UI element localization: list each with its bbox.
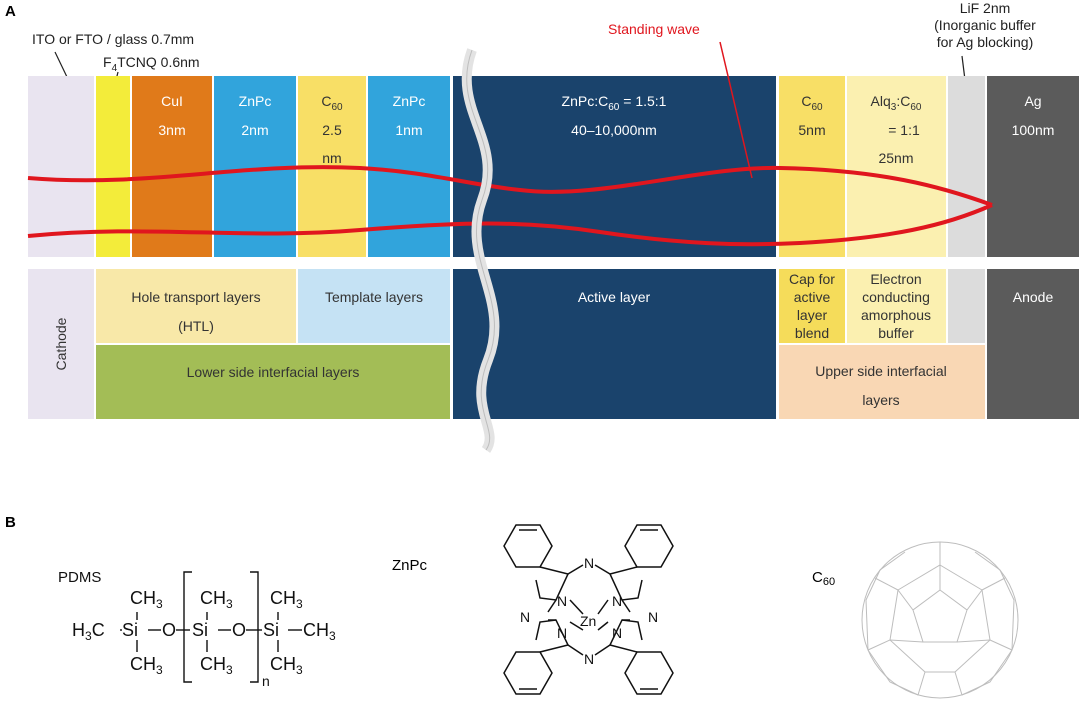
substrate-label: ITO or FTO / glass 0.7mm — [32, 31, 194, 47]
svg-text:CH3: CH3 — [200, 654, 233, 677]
cathode-block — [28, 269, 94, 419]
standing-wave-label: Standing wave — [608, 21, 700, 37]
ag-thickness: 100nm — [1012, 122, 1055, 138]
ag-name: Ag — [1024, 93, 1041, 109]
alq3-name: Alq3:C60 — [871, 93, 922, 113]
znpc-title: ZnPc — [392, 557, 428, 574]
svg-text:N: N — [557, 625, 567, 641]
cui-name: CuI — [161, 93, 183, 109]
upper-interfacial-line2: layers — [862, 392, 899, 408]
znpc1-thickness: 2nm — [241, 122, 268, 138]
substrate-leader — [54, 51, 68, 78]
c60a-name: C60 — [321, 93, 343, 113]
lif-layer — [948, 76, 985, 257]
standing-wave-upper — [27, 165, 993, 207]
svg-text:H3C: H3C — [72, 620, 105, 643]
svg-text:CH3: CH3 — [200, 588, 233, 611]
svg-text:Si: Si — [263, 620, 279, 640]
standing-wave-lower — [27, 203, 993, 247]
cap-label-line2: active — [794, 289, 831, 305]
alq3-ratio: = 1:1 — [888, 122, 920, 138]
active-layer-block — [453, 269, 776, 419]
electron-buffer-line3: amorphous — [861, 307, 931, 323]
htl-block — [96, 269, 296, 343]
cui-layer — [132, 76, 212, 257]
svg-text:n: n — [262, 673, 270, 689]
electron-buffer-line4: buffer — [878, 325, 914, 341]
cui-thickness: 3nm — [158, 122, 185, 138]
upper-interfacial-block — [779, 345, 985, 419]
svg-text:N: N — [612, 593, 622, 609]
c60a-line3: nm — [322, 150, 341, 166]
c60b-name: C60 — [801, 93, 823, 113]
lif-label-line3: for Ag blocking) — [937, 34, 1034, 50]
svg-text:O: O — [232, 620, 246, 640]
active-composition: ZnPc:C60 = 1.5:1 — [562, 93, 667, 113]
alq3-thickness: 25nm — [878, 150, 913, 166]
pdms-title: PDMS — [58, 569, 101, 586]
electron-buffer-line2: conducting — [862, 289, 930, 305]
svg-text:N: N — [520, 609, 530, 625]
electron-buffer-line1: Electron — [870, 271, 921, 287]
break-mark — [461, 48, 500, 453]
znpc2-name: ZnPc — [393, 93, 426, 109]
svg-text:CH3: CH3 — [130, 588, 163, 611]
pdms-structure: PDMS CH3 CH3 CH3 H3C Si O Si O Si CH3 CH… — [58, 569, 336, 689]
ag-layer — [987, 76, 1079, 257]
f4tcnq-layer — [96, 76, 130, 257]
svg-text:N: N — [584, 651, 594, 667]
active-layer — [453, 76, 776, 257]
active-thickness: 40–10,000nm — [571, 122, 657, 138]
htl-label-line1: Hole transport layers — [131, 289, 260, 305]
glass-layer — [28, 76, 94, 257]
electron-buffer-block — [847, 269, 946, 343]
lif-label-line2: (Inorganic buffer — [934, 17, 1036, 33]
svg-text:CH3: CH3 — [130, 654, 163, 677]
svg-text:O: O — [162, 620, 176, 640]
svg-text:N: N — [557, 593, 567, 609]
lif-label-line1: LiF 2nm — [960, 0, 1011, 16]
znpc2-thickness: 1nm — [395, 122, 422, 138]
svg-text:CH3: CH3 — [270, 654, 303, 677]
cap-label-line3: layer — [797, 307, 828, 323]
panel-a-label: A — [5, 3, 16, 20]
active-layer-label: Active layer — [578, 289, 651, 305]
template-block — [298, 269, 450, 343]
znpc1-name: ZnPc — [239, 93, 272, 109]
cap-label-line1: Cap for — [789, 271, 835, 287]
lower-interfacial-label: Lower side interfacial layers — [187, 364, 360, 380]
f4tcnq-label: F4TCNQ 0.6nm — [103, 54, 200, 74]
cathode-label: Cathode — [53, 317, 69, 370]
svg-text:CH3: CH3 — [303, 620, 336, 643]
svg-text:Si: Si — [192, 620, 208, 640]
anode-block — [987, 269, 1079, 419]
svg-text:Si: Si — [122, 620, 138, 640]
svg-text:N: N — [648, 609, 658, 625]
c60b-thickness: 5nm — [798, 122, 825, 138]
svg-text:CH3: CH3 — [270, 588, 303, 611]
c60-structure — [861, 541, 1019, 699]
template-label: Template layers — [325, 289, 423, 305]
c60a-line2: 2.5 — [322, 122, 342, 138]
c60-title: C60 — [812, 569, 835, 588]
anode-label: Anode — [1013, 289, 1054, 305]
lower-interfacial-block — [96, 345, 450, 419]
lif-function-block — [948, 269, 985, 343]
upper-interfacial-line1: Upper side interfacial — [815, 363, 947, 379]
htl-label-line2: (HTL) — [178, 318, 214, 334]
cap-label-line4: blend — [795, 325, 829, 341]
standing-wave-leader — [719, 41, 753, 179]
znpc-structure — [503, 524, 674, 695]
znpc-atoms: N N N N N N N N Zn — [520, 555, 658, 667]
panel-b-label: B — [5, 514, 16, 531]
cap-block — [779, 269, 845, 343]
svg-text:Zn: Zn — [580, 613, 596, 629]
svg-text:N: N — [612, 625, 622, 641]
svg-text:N: N — [584, 555, 594, 571]
